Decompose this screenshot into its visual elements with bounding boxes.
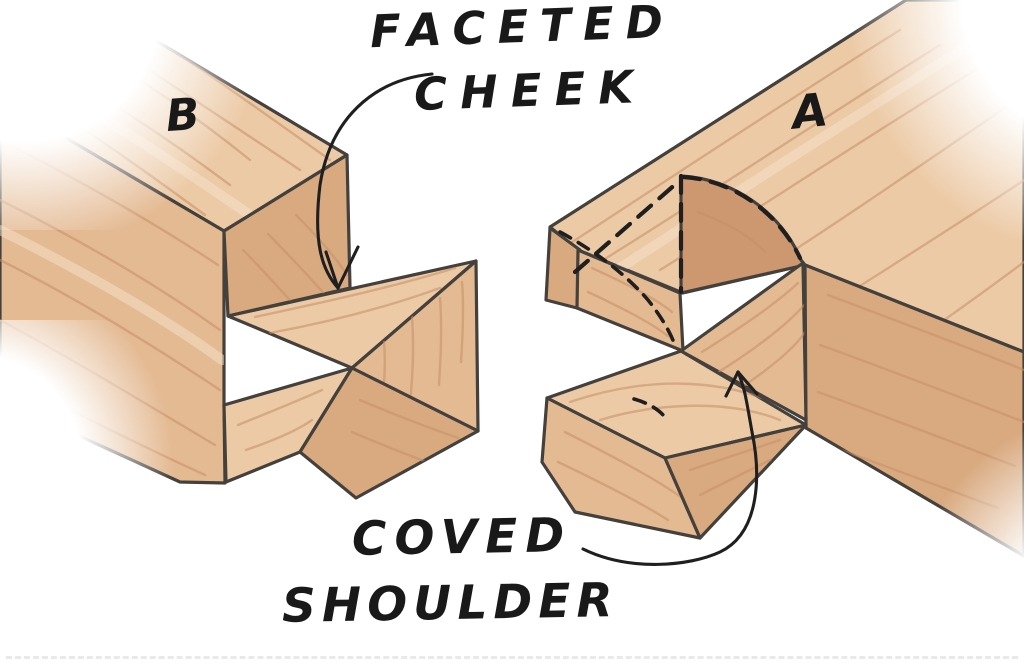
piece-b-shape bbox=[0, 0, 480, 500]
cove-layout-lines bbox=[558, 173, 803, 422]
piece-a-lower-jaw-end-grain bbox=[688, 438, 782, 497]
bottom-crop-line bbox=[6, 656, 1018, 659]
faceted-cheek-label-line2: CHEEK bbox=[413, 59, 647, 122]
piece-b-label: B bbox=[164, 88, 202, 143]
coved-shoulder-arrow bbox=[581, 370, 759, 566]
piece-a-lower-jaw-front-grain bbox=[556, 430, 687, 522]
piece-b-notch-grain bbox=[236, 388, 324, 452]
cove-grain-line bbox=[696, 210, 767, 254]
piece-a-jaw-grain bbox=[586, 266, 674, 338]
cove-dashed-diagonal bbox=[572, 179, 681, 275]
cove-dashed-arc bbox=[680, 174, 803, 261]
piece-b-cheek-grain bbox=[253, 266, 457, 335]
piece-a-label: A bbox=[789, 82, 831, 140]
piece-b-wedge-grain bbox=[379, 280, 465, 414]
cove-dashed-underside bbox=[558, 230, 678, 350]
coved-shoulder-label-line2: SHOULDER bbox=[281, 573, 620, 634]
cove-dashed-lower-arc bbox=[632, 397, 669, 422]
faceted-cheek-arrow bbox=[316, 72, 434, 290]
coved-shoulder-label-line1: COVED bbox=[351, 508, 573, 567]
